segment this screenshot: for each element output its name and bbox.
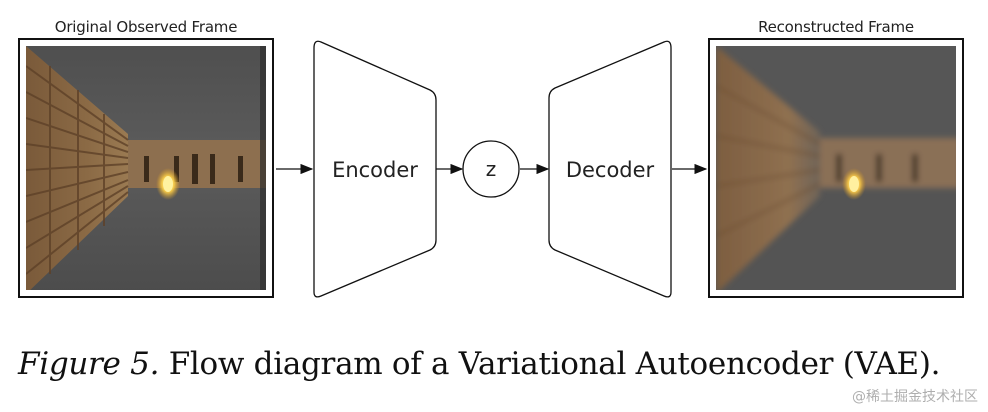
reconstructed-frame: [708, 38, 964, 298]
vae-flow-diagram: Encoder z Decoder: [276, 40, 708, 298]
latent-circle: [462, 140, 520, 198]
watermark: @稀土掘金技术社区: [852, 389, 978, 405]
reconstructed-frame-label: Reconstructed Frame: [758, 18, 914, 36]
original-frame: [18, 38, 274, 298]
original-frame-image: [26, 46, 266, 290]
reconstructed-frame-image: [716, 46, 956, 290]
encoder-trapezoid: [313, 40, 437, 298]
figure-label: Figure 5.: [18, 346, 160, 382]
decoder-label: Decoder: [566, 158, 655, 182]
decoder-trapezoid: [548, 40, 672, 298]
latent-label: z: [486, 157, 497, 181]
encoder-label: Encoder: [332, 158, 418, 182]
figure-caption: Figure 5. Flow diagram of a Variational …: [18, 346, 941, 382]
caption-text: Flow diagram of a Variational Autoencode…: [159, 346, 941, 382]
original-frame-label: Original Observed Frame: [54, 18, 238, 36]
